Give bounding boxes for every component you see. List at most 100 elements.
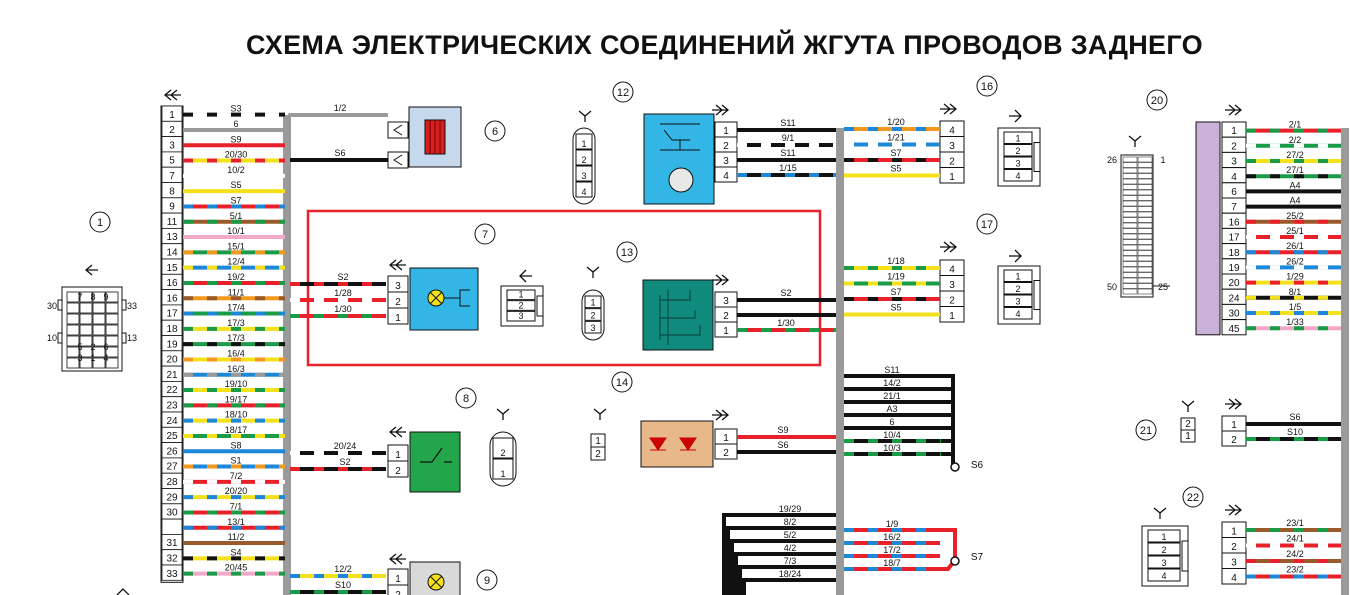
plug-pin [1003,131,1033,144]
plug-pin-number: 2 [518,300,523,310]
pin-number: 2 [395,466,401,477]
double-arrow-icon [712,409,730,421]
bundle-bottom-label: 19/29 [779,504,802,514]
component-number: 16 [981,81,993,93]
component-number-circle [484,120,506,142]
lamp-cross [429,575,443,589]
component-21-plug-pin [1180,429,1196,443]
block1-wire-label: 19/10 [225,379,248,389]
plug-pin [575,165,593,182]
block1-pin-number: 26 [166,446,178,457]
fork-path [1128,135,1142,147]
pin-number: 7 [1231,202,1237,213]
plug-pin [1003,169,1033,182]
plug-pin-number: 1 [1015,134,1020,144]
connector-cell [1122,156,1138,163]
connector-cell [1137,173,1153,179]
block1-wire-label: 17/3 [227,318,245,328]
block12-wire-label: S11 [780,148,795,158]
bundle-s6-label: 21/1 [883,391,901,401]
pin-number: 1 [395,574,401,585]
connector-cell [92,302,106,314]
connector-cell [1122,167,1138,174]
component-14-plug-pin [590,446,606,461]
block1-pin-number: 21 [166,370,178,381]
bundle-s6-label: A3 [886,404,897,414]
block1-pin-number: 7 [169,171,175,182]
connector-cell [1122,255,1138,262]
block1-wire-label: S9 [230,134,241,144]
plug-pin [492,458,514,480]
highlight-frame [306,209,822,367]
bundle-s7-label: 1/9 [886,519,899,529]
fork-path [1181,400,1195,412]
block1-wire-label: 10/2 [227,165,245,175]
component-13-body [642,279,714,351]
pin-number: 18 [1228,248,1240,259]
connector-pin-number: 1 [90,353,95,363]
component-number: 17 [981,219,993,231]
double-arrow-icon [712,104,730,116]
component-number-circle [89,211,111,233]
connector-cell [79,313,93,325]
connector-cell [1122,189,1138,196]
component-number-circle [1182,486,1204,508]
block1-pin-number: 9 [169,202,175,213]
connector-cell [105,357,119,369]
pin-number: 4 [949,265,955,276]
block1-pin-number: 8 [169,186,175,197]
plug-pin [1003,144,1033,157]
block1-wire-label: S8 [230,440,241,450]
plug-pin [506,289,536,301]
pin-number: 3 [1231,157,1237,168]
bundle-s7-label: 18/7 [883,558,901,568]
component-number: 13 [621,247,633,259]
pin-number: 1 [949,311,955,322]
block1-wire-label: S4 [230,547,241,557]
bundle-bottom-wire [738,565,836,595]
connector-cell [1137,167,1153,174]
arrow-right-icon [1009,109,1022,123]
component-number: 9 [484,575,490,587]
block1-wire-label: 6 [233,119,238,129]
plug-pin [1147,568,1181,582]
block16-wire-label: 1/20 [887,117,905,127]
pin-number: 2 [949,296,955,307]
fork-path [578,110,592,122]
connector-cell [1122,228,1138,234]
block17-wire-label: S5 [890,303,901,313]
plug-pin-number: 4 [1161,571,1166,581]
plug-pin-number: 1 [1161,532,1166,542]
connector-pin-number: 3 [77,353,82,363]
connector-cell [1137,239,1153,245]
bundle-bottom-label: 18/24 [779,569,802,579]
pin-number: 1 [595,436,601,447]
plug-pin [1147,542,1181,556]
block1-wire-label: 13/1 [227,517,245,527]
plug-pin-number: 1 [500,469,505,479]
block1-pin-number: 14 [166,248,178,259]
block1-wire-label: 18/10 [225,410,248,420]
pin-number: 2 [723,141,729,152]
connector-cell [1122,206,1138,212]
plug-pin [492,437,514,459]
connector-cell [1122,288,1138,295]
block1-pin-number: 17 [166,309,178,320]
block20-wire-label: 2/1 [1289,120,1302,130]
connector-cell [1137,189,1153,196]
plug-pin [575,149,593,166]
connector-cell [1122,184,1138,190]
pin-number: 2 [723,448,729,459]
plug-pin [1003,307,1033,320]
connector-symbol-icon [1181,400,1195,412]
plug-latch [1033,280,1041,310]
connector-cell [79,291,93,303]
block6-wire [285,113,388,122]
connector-cell [1122,200,1138,207]
pin-number: 2 [395,590,401,595]
bundle-s6-label: S11 [884,365,899,375]
component-7-pin [387,307,409,325]
connector-cell [1137,228,1153,234]
plug-pin-number: 4 [581,187,586,197]
splice-node-label: S6 [971,460,984,471]
